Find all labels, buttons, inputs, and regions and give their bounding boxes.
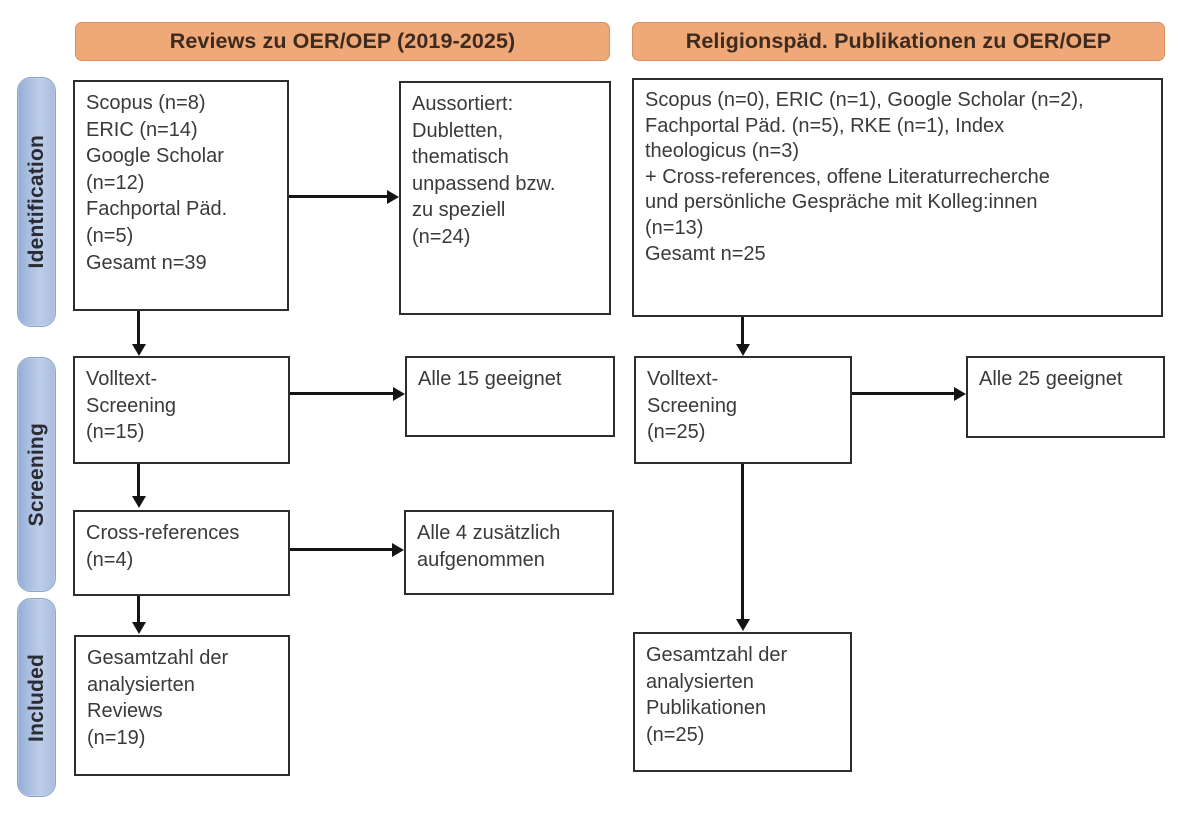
arrowhead-right-screening-to-result xyxy=(954,386,966,401)
column-header-reviews: Reviews zu OER/OEP (2019-2025) xyxy=(75,22,610,61)
connector-left-sources-to-excluded xyxy=(289,195,387,198)
connector-left-screening-to-crossrefs xyxy=(137,464,140,496)
box-right-included-total: Gesamtzahl der analysierten Publikatione… xyxy=(633,632,852,772)
box-right-fulltext-result: Alle 25 geeignet xyxy=(966,356,1165,438)
box-left-cross-references: Cross-references (n=4) xyxy=(73,510,290,596)
arrowhead-left-screening-to-result xyxy=(393,386,405,401)
phase-label-included: Included xyxy=(17,598,56,797)
arrowhead-left-crossrefs-to-result xyxy=(392,542,404,557)
arrowhead-right-screening-to-included xyxy=(735,619,750,631)
box-left-cross-references-result: Alle 4 zusätzlich aufgenommen xyxy=(404,510,614,595)
connector-right-screening-to-result xyxy=(852,392,954,395)
arrowhead-left-sources-to-excluded xyxy=(387,189,399,204)
connector-left-screening-to-result xyxy=(290,392,393,395)
box-right-identification-sources: Scopus (n=0), ERIC (n=1), Google Scholar… xyxy=(632,78,1163,317)
arrowhead-left-screening-to-crossrefs xyxy=(131,496,146,508)
connector-left-sources-to-screening xyxy=(137,311,140,344)
column-header-religionspaed: Religionspäd. Publikationen zu OER/OEP xyxy=(632,22,1165,61)
box-left-identification-sources: Scopus (n=8) ERIC (n=14) Google Scholar … xyxy=(73,80,289,311)
phase-label-identification: Identification xyxy=(17,77,56,327)
box-left-excluded: Aussortiert: Dubletten, thematisch unpas… xyxy=(399,81,611,315)
phase-label-included-text: Included xyxy=(24,653,48,742)
box-left-fulltext-result: Alle 15 geeignet xyxy=(405,356,615,437)
box-left-included-total: Gesamtzahl der analysierten Reviews (n=1… xyxy=(74,635,290,776)
phase-label-screening: Screening xyxy=(17,357,56,592)
connector-left-crossrefs-to-included xyxy=(137,596,140,622)
phase-label-identification-text: Identification xyxy=(24,135,48,269)
box-right-fulltext-screening: Volltext- Screening (n=25) xyxy=(634,356,852,464)
box-left-fulltext-screening: Volltext- Screening (n=15) xyxy=(73,356,290,464)
arrowhead-left-crossrefs-to-included xyxy=(131,622,146,634)
arrowhead-left-sources-to-screening xyxy=(131,344,146,356)
connector-left-crossrefs-to-result xyxy=(290,548,392,551)
arrowhead-right-sources-to-screening xyxy=(735,344,750,356)
phase-label-screening-text: Screening xyxy=(24,422,48,527)
connector-right-sources-to-screening xyxy=(741,317,744,344)
connector-right-screening-to-included xyxy=(741,464,744,619)
